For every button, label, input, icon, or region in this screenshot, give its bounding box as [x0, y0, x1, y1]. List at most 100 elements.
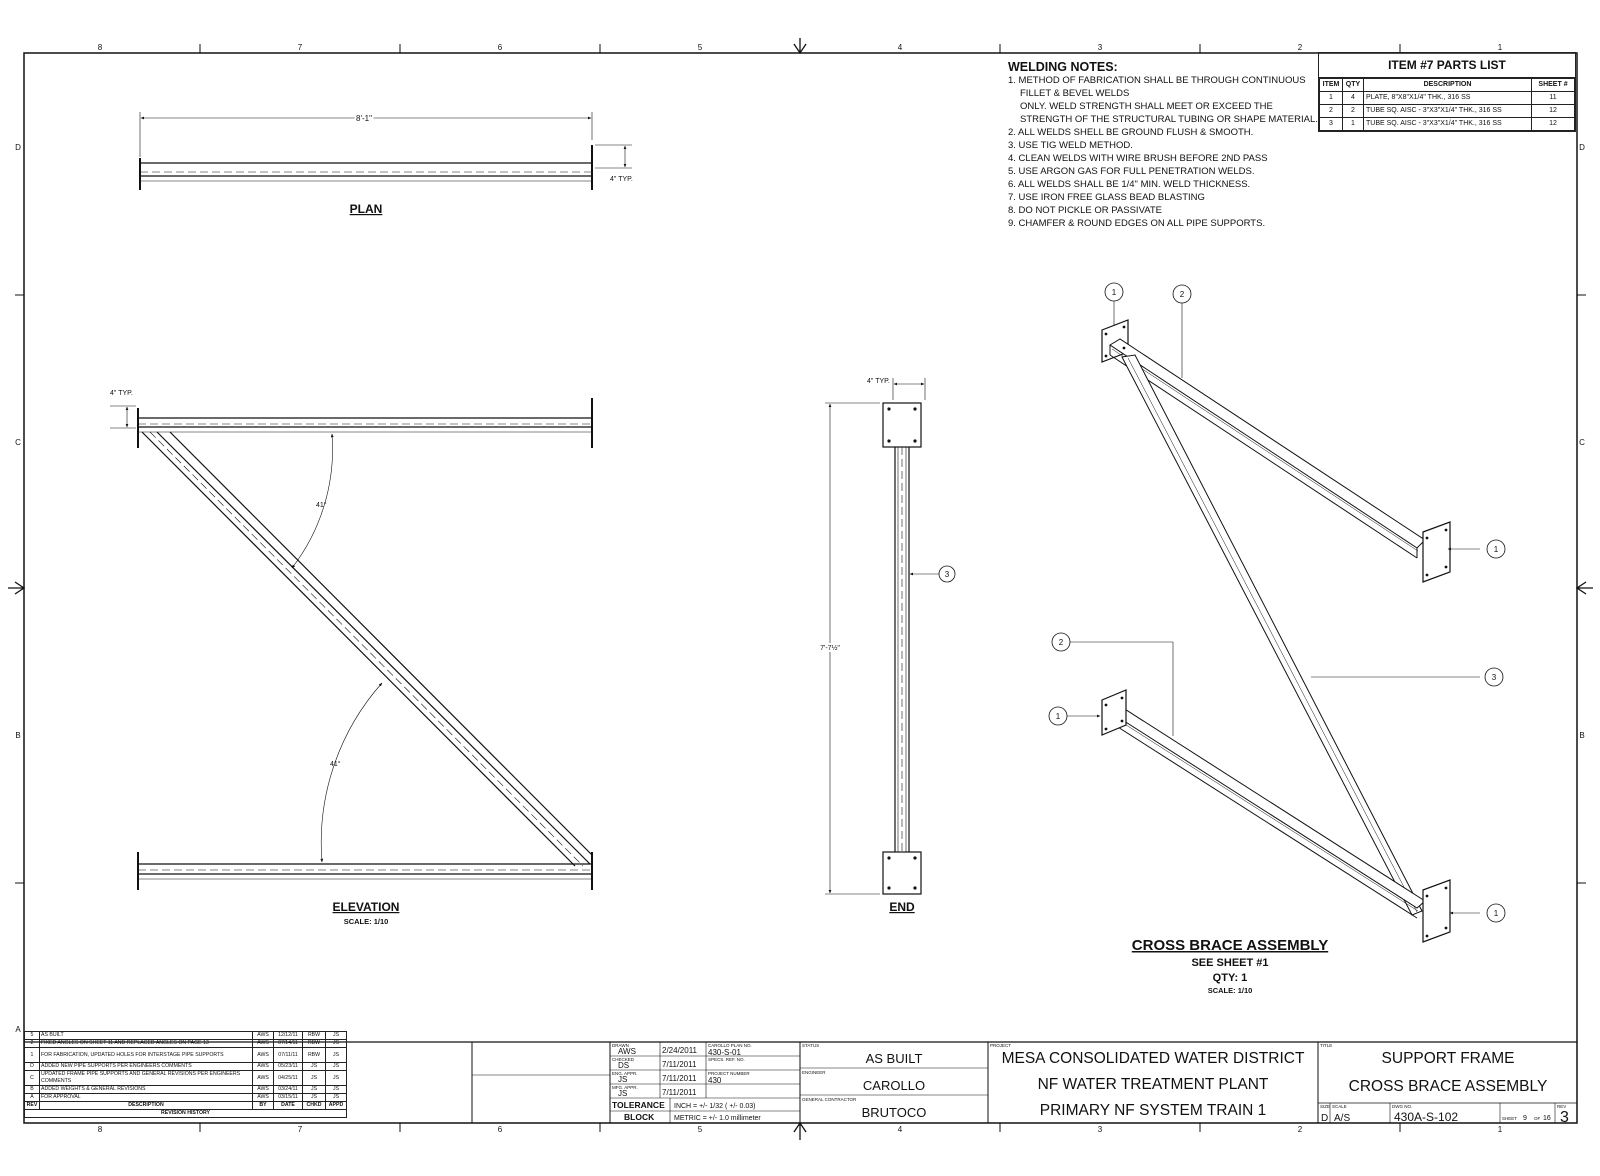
- revision-history: 5 AS BUILT AWS 12/12/11 RBW JS 2 FIXED A…: [24, 1031, 347, 1118]
- tb-project-line2: NF WATER TREATMENT PLANT: [1038, 1076, 1269, 1093]
- parts-cell: 1: [1319, 91, 1343, 105]
- welding-note-line: STRENGTH OF THE STRUCTURAL TUBING OR SHA…: [1020, 114, 1318, 125]
- rev-cell: UPDATED FRAME PIPE SUPPORTS AND GENERAL …: [39, 1070, 253, 1086]
- rev-header-date: DATE: [273, 1101, 303, 1110]
- end-height-dim: 7'-7½": [820, 644, 840, 652]
- rev-cell: JS: [302, 1062, 326, 1071]
- tb-contractor: BRUTOCO: [862, 1105, 927, 1120]
- zone-labels: 8 7 6 5 4 3 2 1 8 7 6 5 4 3 2 1 D C B A …: [15, 43, 1585, 1134]
- tb-project-no: 430: [708, 1076, 722, 1085]
- parts-header-item: ITEM: [1319, 78, 1343, 92]
- tb-eng-date: 7/11/2011: [662, 1074, 697, 1083]
- rev-cell: JS: [325, 1093, 347, 1102]
- rev-cell: 05/23/11: [273, 1062, 303, 1071]
- zone-bot-5: 5: [698, 1125, 703, 1134]
- revision-row: B ADDED WEIGHTS & GENERAL REVISIONS AWS …: [24, 1085, 347, 1094]
- parts-header-sheet: SHEET #: [1531, 78, 1575, 92]
- iso-title: CROSS BRACE ASSEMBLY: [1132, 937, 1328, 954]
- rev-cell: AWS: [252, 1039, 274, 1048]
- rev-cell: JS: [325, 1085, 347, 1094]
- welding-note-line: ONLY. WELD STRENGTH SHALL MEET OR EXCEED…: [1020, 101, 1273, 112]
- zone-bot-7: 7: [298, 1125, 303, 1134]
- iso-callout-1c: 1: [1056, 712, 1061, 721]
- zone-bot-3: 3: [1098, 1125, 1103, 1134]
- rev-cell: JS: [325, 1062, 347, 1071]
- tb-scale-label: SCALE: [1332, 1104, 1347, 1109]
- rev-cell: ADDED NEW PIPE SUPPORTS PER ENGINEERS CO…: [39, 1062, 253, 1071]
- rev-cell: 12/12/11: [273, 1031, 303, 1040]
- revision-row: 1 FOR FABRICATION, UPDATED HOLES FOR INT…: [24, 1047, 347, 1063]
- elevation-typ-dim: 4" TYP.: [110, 390, 133, 397]
- rev-cell: 2: [24, 1039, 40, 1048]
- elevation-angle-top: 41°: [316, 501, 327, 509]
- tb-drawn-by: AWS: [618, 1047, 636, 1056]
- revision-history-title: REVISION HISTORY: [24, 1109, 347, 1118]
- rev-cell: FIXED ANGLES ON SHEET 11 AND REPLACED AN…: [39, 1039, 253, 1048]
- tb-of-label: OF: [1534, 1116, 1541, 1121]
- tb-mfg-label: MFG. APPR.: [612, 1085, 638, 1090]
- parts-cell: 11: [1531, 91, 1575, 105]
- parts-cell: 1: [1342, 117, 1364, 131]
- parts-cell: PLATE, 8"X8"X1/4" THK., 316 SS: [1363, 91, 1532, 105]
- rev-cell: AS BUILT: [39, 1031, 253, 1040]
- tb-title-line1: SUPPORT FRAME: [1382, 1050, 1515, 1067]
- welding-note-line: 2. ALL WELDS SHELL BE GROUND FLUSH & SMO…: [1008, 127, 1254, 138]
- tb-sheet-label: SHEET: [1502, 1116, 1517, 1121]
- tb-rev: 3: [1560, 1109, 1569, 1126]
- revision-title-row: REVISION HISTORY: [24, 1109, 347, 1118]
- zone-top-5: 5: [698, 43, 703, 52]
- zone-bot-6: 6: [498, 1125, 503, 1134]
- end-title: END: [889, 900, 915, 914]
- tb-eng-label: ENG. APPR.: [612, 1071, 638, 1076]
- rev-cell: 03/24/11: [273, 1085, 303, 1094]
- rev-cell: 1: [24, 1047, 40, 1063]
- elevation-view: [110, 398, 593, 890]
- parts-list-header: ITEM QTY DESCRIPTION SHEET #: [1319, 78, 1575, 92]
- zone-top-4: 4: [898, 43, 903, 52]
- revision-row: 5 AS BUILT AWS 12/12/11 RBW JS: [24, 1031, 347, 1040]
- rev-cell: ADDED WEIGHTS & GENERAL REVISIONS: [39, 1085, 253, 1094]
- zone-bot-1: 1: [1498, 1125, 1503, 1134]
- rev-cell: JS: [325, 1070, 347, 1086]
- welding-note-line: 3. USE TIG WELD METHOD.: [1008, 140, 1133, 151]
- end-view: [825, 378, 956, 895]
- tb-title-line2: CROSS BRACE ASSEMBLY: [1349, 1078, 1548, 1095]
- iso-callout-2a: 2: [1180, 290, 1185, 299]
- tb-engineer-label: ENGINEER: [802, 1070, 826, 1075]
- rev-header-by: BY: [252, 1101, 274, 1110]
- zone-bot-8: 8: [98, 1125, 103, 1134]
- rev-cell: B: [24, 1085, 40, 1094]
- elevation-scale: SCALE: 1/10: [344, 917, 389, 926]
- tb-dwg-no: 430A-S-102: [1394, 1110, 1458, 1124]
- revision-row: 2 FIXED ANGLES ON SHEET 11 AND REPLACED …: [24, 1039, 347, 1048]
- parts-row: 3 1 TUBE SQ. AISC - 3"X3"X1/4" THK., 316…: [1319, 117, 1575, 131]
- revision-table: 5 AS BUILT AWS 12/12/11 RBW JS 2 FIXED A…: [24, 1031, 347, 1118]
- parts-cell: 12: [1531, 117, 1575, 131]
- welding-note-line: 4. CLEAN WELDS WITH WIRE BRUSH BEFORE 2N…: [1008, 153, 1268, 164]
- tb-drawn-date: 2/24/2011: [662, 1046, 698, 1055]
- tb-scale: A/S: [1334, 1113, 1350, 1124]
- rev-cell: AWS: [252, 1031, 274, 1040]
- tb-spec-label: SPECS. REF. NO.: [708, 1057, 745, 1062]
- tb-block-label: BLOCK: [624, 1112, 655, 1122]
- tb-sheet-no: 9: [1523, 1115, 1527, 1122]
- rev-cell: A: [24, 1093, 40, 1102]
- tb-title-label: TITLE: [1320, 1043, 1332, 1048]
- rev-cell: JS: [325, 1039, 347, 1048]
- rev-cell: FOR FABRICATION, UPDATED HOLES FOR INTER…: [39, 1047, 253, 1063]
- iso-callout-2b: 2: [1059, 638, 1064, 647]
- tb-carollo-label: CAROLLO PLAN NO.: [708, 1043, 752, 1048]
- rev-cell: JS: [325, 1031, 347, 1040]
- plan-length-dim: 8'-1": [356, 114, 372, 123]
- welding-notes: WELDING NOTES: 1. METHOD OF FABRICATION …: [1008, 60, 1318, 230]
- rev-cell: 07/11/11: [273, 1047, 303, 1063]
- plan-view: [139, 112, 632, 190]
- rev-cell: AWS: [252, 1070, 274, 1086]
- zone-top-6: 6: [498, 43, 503, 52]
- parts-row: 1 4 PLATE, 8"X8"X1/4" THK., 316 SS 11: [1319, 91, 1575, 105]
- rev-header-chkd: CHKD: [302, 1101, 326, 1110]
- iso-callout-1b: 1: [1494, 545, 1499, 554]
- rev-cell: RBW: [302, 1047, 326, 1063]
- parts-cell: TUBE SQ. AISC - 3"X3"X1/4" THK., 316 SS: [1363, 117, 1532, 131]
